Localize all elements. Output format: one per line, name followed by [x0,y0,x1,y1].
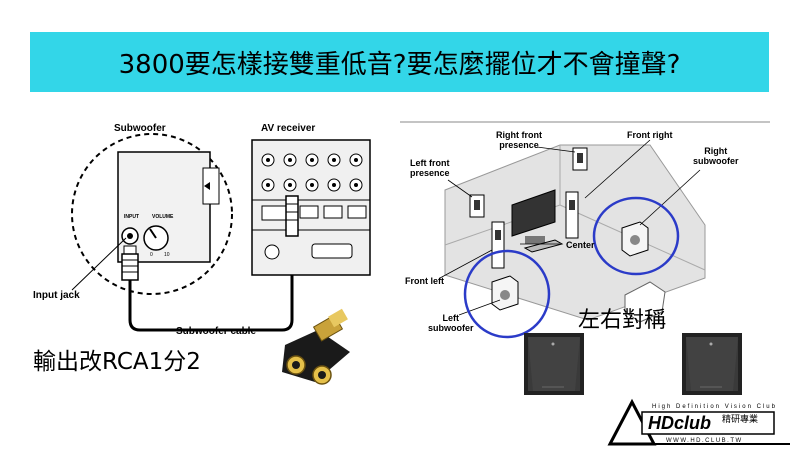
symmetry-note: 左右對稱 [578,308,667,333]
left-subwoofer-circle [463,249,551,339]
logo-brand: HDclub [648,413,711,433]
subwoofer-cable [128,236,294,332]
center-label: Center [566,240,595,250]
listening-chair [624,281,666,323]
subwoofer-cable-label: Subwoofer cable [176,326,257,337]
av-receiver-label: AV receiver [261,123,316,134]
front-right-label: Front right [627,130,673,140]
tv [511,189,556,237]
input-jack-label: Input jack [33,290,80,301]
logo-chinese: 精研專業 [722,414,759,424]
left-front-presence-label: Left front presence [410,158,450,178]
center-speaker [523,239,564,253]
left-subwoofer-label: Left subwoofer [428,313,474,333]
subwoofer-label: Subwoofer [114,123,166,134]
logo-url: WWW.HD.CLUB.TW [666,438,743,444]
title-band: 3800要怎樣接雙重低音?要怎麼擺位才不會撞聲? [30,32,769,92]
svg-text:0: 0 [150,252,153,258]
front-left-label: Front left [405,276,444,286]
right-front-presence-label: Right front presence [496,130,542,150]
panel-input-label: INPUT [124,214,139,220]
hdclub-logo [607,398,790,446]
subwoofer-zoom-circle [71,133,233,295]
panel-volume-label: VOLUME [152,214,174,220]
subwoofer-photo-left [524,333,584,395]
slide-title: 3800要怎樣接雙重低音?要怎麼擺位才不會撞聲? [118,49,681,80]
subwoofer-photo-right [682,333,742,395]
svg-text:10: 10 [164,252,170,258]
front-right-speaker [565,191,579,239]
logo-tagline: High Definition Vision Club [652,404,777,410]
rca-y-splitter [282,308,350,385]
front-left-speaker [491,221,505,269]
right-subwoofer-circle [592,196,680,276]
right-subwoofer-label: Right subwoofer [693,146,739,166]
rca-split-note: 輸出改RCA1分2 [33,349,201,375]
